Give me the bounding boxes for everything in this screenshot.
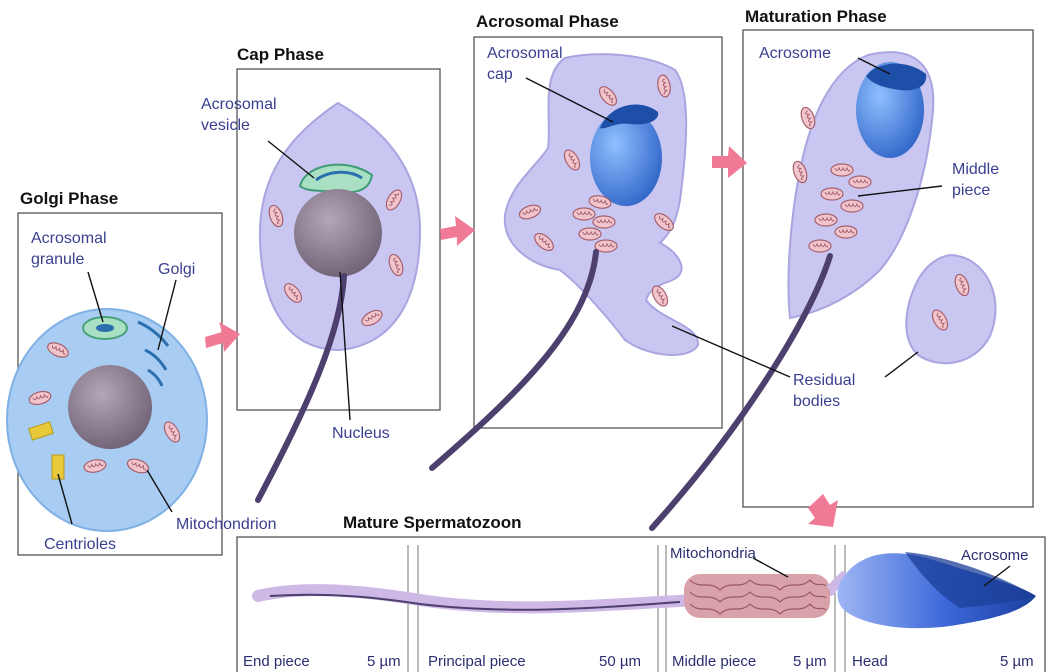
label-nucleus: Nucleus (332, 425, 390, 442)
mature-spermatozoon-title: Mature Spermatozoon (343, 513, 522, 532)
label-acrosomal-granule-line2: granule (31, 251, 84, 268)
golgi-phase-cell (7, 309, 207, 531)
label-mitochondrion: Mitochondrion (176, 516, 277, 533)
label-golgi: Golgi (158, 261, 195, 278)
cap-phase-title: Cap Phase (237, 45, 324, 64)
label-residual-bodies-line1: Residual (793, 372, 855, 389)
segment-end-piece-size: 5 µm (367, 653, 401, 670)
maturation-phase-title: Maturation Phase (745, 7, 887, 26)
segment-head-name: Head (852, 653, 888, 670)
label-acrosome-mature: Acrosome (961, 547, 1029, 564)
segment-head-size: 5 µm (1000, 653, 1034, 670)
segment-end-piece-name: End piece (243, 653, 310, 670)
label-acrosomal-granule-line1: Acrosomal (31, 230, 107, 247)
label-middle-piece-line2: piece (952, 182, 990, 199)
label-acrosomal-cap-line1: Acrosomal (487, 45, 563, 62)
label-acrosome-maturation: Acrosome (759, 45, 831, 62)
segment-middle-piece-size: 5 µm (793, 653, 827, 670)
segment-principal-piece-name: Principal piece (428, 653, 526, 670)
label-acrosomal-vesicle-line2: vesicle (201, 117, 250, 134)
cap-to-acrosomal-arrow (440, 216, 475, 246)
label-mitochondria: Mitochondria (670, 545, 757, 562)
label-acrosomal-cap-line2: cap (487, 66, 513, 83)
golgi-phase-title: Golgi Phase (20, 189, 118, 208)
label-centrioles: Centrioles (44, 536, 116, 553)
mature-midpiece (684, 574, 830, 618)
label-residual-bodies-line2: bodies (793, 393, 840, 410)
acrosomal-phase-title: Acrosomal Phase (476, 12, 619, 31)
segment-principal-piece-size: 50 µm (599, 653, 641, 670)
segment-middle-piece-name: Middle piece (672, 653, 756, 670)
label-acrosomal-vesicle-line1: Acrosomal (201, 96, 277, 113)
label-middle-piece-line1: Middle (952, 161, 999, 178)
